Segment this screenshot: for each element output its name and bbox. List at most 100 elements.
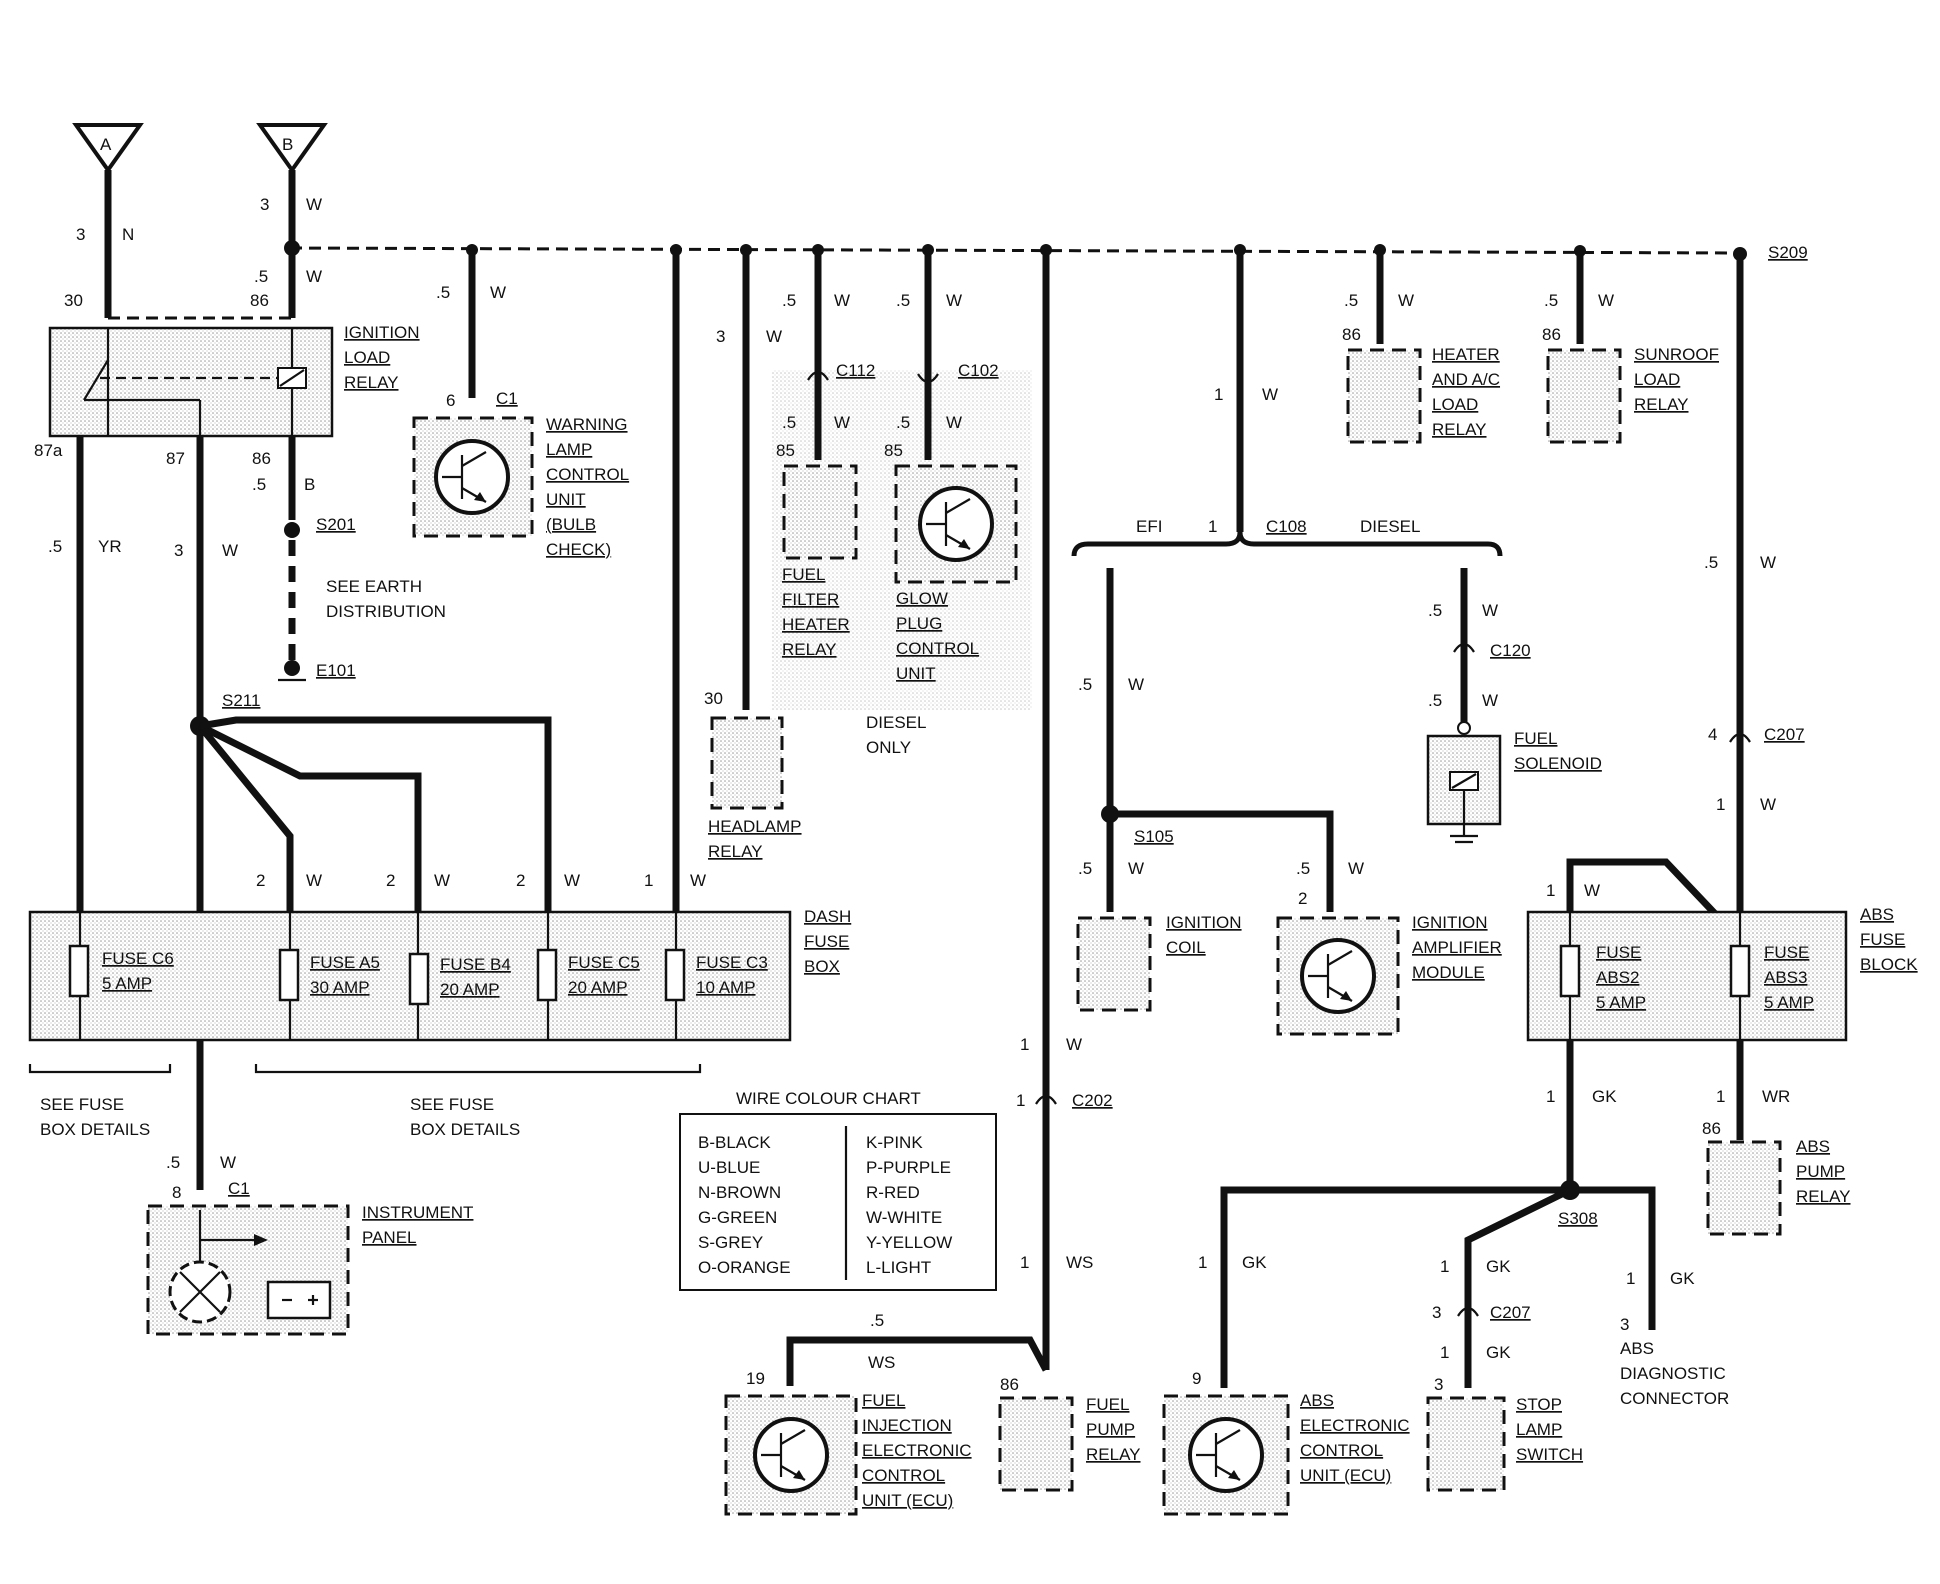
label: C112 <box>836 361 875 380</box>
label: W <box>306 195 322 214</box>
label: .5 <box>1078 675 1092 694</box>
label: .5 <box>252 475 266 494</box>
label: .5 <box>166 1153 180 1172</box>
brace-right <box>254 1064 702 1074</box>
label: C120 <box>1490 641 1531 660</box>
connector-c207b <box>1457 1306 1479 1317</box>
label: W <box>1760 795 1776 814</box>
label: 19 <box>746 1369 765 1388</box>
label: W <box>1598 291 1614 310</box>
label: 30 <box>64 291 83 310</box>
connector-c102 <box>917 373 939 384</box>
supply-bus-line <box>289 246 1741 255</box>
label: W <box>1584 881 1600 900</box>
label: W <box>1348 859 1364 878</box>
label: .5 <box>1428 691 1442 710</box>
label: WR <box>1762 1087 1790 1106</box>
label: S211 <box>222 691 260 710</box>
wire-ws <box>786 1336 1050 1386</box>
label: W <box>434 871 450 890</box>
label: W <box>766 327 782 346</box>
label: 30 <box>704 689 723 708</box>
chart-right-0: K-PINK <box>866 1133 923 1152</box>
label: .5 <box>896 291 910 310</box>
label: S209 <box>1768 243 1808 262</box>
label: 86 <box>1342 325 1361 344</box>
label: 1 <box>1626 1269 1635 1288</box>
label: W <box>1128 859 1144 878</box>
label: C102 <box>958 361 999 380</box>
label: 1 <box>1546 881 1555 900</box>
ignition-coil-box <box>1076 916 1152 1012</box>
brace-left <box>28 1064 172 1074</box>
label: GK <box>1242 1253 1267 1272</box>
label: W <box>690 871 706 890</box>
bus-splice <box>1234 244 1246 256</box>
label: W <box>1128 675 1144 694</box>
label: 1 <box>1716 795 1725 814</box>
splice-s201 <box>284 522 300 538</box>
label: 3 <box>1432 1303 1441 1322</box>
chart-left-3: G-GREEN <box>698 1208 777 1227</box>
chart-right-2: R-RED <box>866 1183 920 1202</box>
label: .5 <box>1704 553 1718 572</box>
label: C1 <box>496 389 518 408</box>
bus-splice <box>812 244 824 256</box>
label: 87 <box>166 449 185 468</box>
label: 1 <box>1208 517 1217 536</box>
label: 2 <box>256 871 265 890</box>
wire-abs-ecu <box>1220 1186 1570 1388</box>
wire-s211-a5 <box>197 723 294 912</box>
glow-plug-box <box>894 464 1018 584</box>
chart-right-3: W-WHITE <box>866 1208 942 1227</box>
stop-lamp-switch-box <box>1426 1396 1506 1492</box>
label: .5 <box>436 283 450 302</box>
label: 3 <box>1620 1315 1629 1334</box>
connector-c202 <box>1035 1094 1057 1105</box>
label: C202 <box>1072 1091 1113 1110</box>
label: 1 <box>1020 1035 1029 1054</box>
label: W <box>1482 691 1498 710</box>
label: 87a <box>34 441 63 460</box>
bus-splice <box>740 244 752 256</box>
label: 3 <box>716 327 725 346</box>
battery-icon <box>266 1280 332 1320</box>
label: N <box>122 225 134 244</box>
label: 8 <box>172 1183 181 1202</box>
label: 86 <box>250 291 269 310</box>
connector-c112 <box>807 370 829 381</box>
fuse-c3-icon <box>664 948 686 1002</box>
label: 3 <box>174 541 183 560</box>
label: .5 <box>48 537 62 556</box>
label: 4 <box>1708 725 1717 744</box>
heater-relay-box <box>1346 348 1422 444</box>
label: 86 <box>252 449 271 468</box>
label: 3 <box>1434 1375 1443 1394</box>
chart-right-5: L-LIGHT <box>866 1258 931 1277</box>
transistor-icon <box>434 439 510 515</box>
bus-splice <box>1374 244 1386 256</box>
label: W <box>1482 601 1498 620</box>
abs-fuse-block <box>1526 910 1848 1042</box>
label: W <box>490 283 506 302</box>
solenoid-terminal <box>1457 721 1471 735</box>
solenoid-line <box>1451 773 1477 789</box>
fuse-c5-icon <box>536 948 558 1002</box>
fuel-pump-relay-box <box>998 1396 1074 1492</box>
